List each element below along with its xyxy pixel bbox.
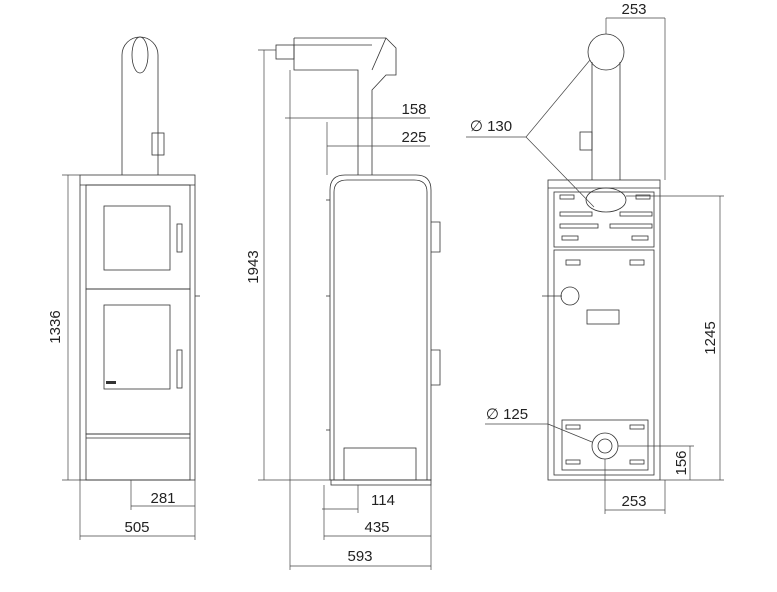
back-view <box>542 33 661 481</box>
dim-back-air-height: 156 <box>673 450 690 475</box>
side-dims: 1943 158 225 114 435 593 <box>245 49 432 570</box>
side-view <box>275 37 441 486</box>
dim-front-width: 505 <box>124 519 149 536</box>
back-body <box>547 179 661 481</box>
upper-window <box>103 205 171 271</box>
dim-side-total-height: 1943 <box>245 250 262 283</box>
dim-side-base: 114 <box>371 492 395 509</box>
lower-handle <box>176 349 183 389</box>
dim-side-overall: 593 <box>347 548 372 565</box>
front-view <box>79 36 200 481</box>
dim-back-air-diameter: ∅ 125 <box>486 406 528 423</box>
dim-back-bottom-width: 253 <box>621 493 646 510</box>
dim-side-depth: 435 <box>364 519 389 536</box>
lower-door <box>85 288 191 435</box>
upper-door <box>85 184 191 290</box>
back-dims: 253 ∅ 130 ∅ 125 1245 156 253 <box>466 1 724 514</box>
dim-side-flue-top: 158 <box>401 101 426 118</box>
side-body <box>329 174 432 481</box>
dim-front-offset: 281 <box>150 490 175 507</box>
upper-handle <box>176 223 183 253</box>
dim-front-height: 1336 <box>47 310 64 343</box>
ash-drawer <box>85 433 191 481</box>
dim-back-flue-height: 1245 <box>702 321 719 354</box>
lower-window <box>103 304 171 390</box>
dim-side-flue-offset: 225 <box>401 129 426 146</box>
dim-back-flue-diameter: ∅ 130 <box>470 118 512 135</box>
front-dims: 1336 505 281 <box>47 174 196 540</box>
dim-back-top-width: 253 <box>621 1 646 18</box>
